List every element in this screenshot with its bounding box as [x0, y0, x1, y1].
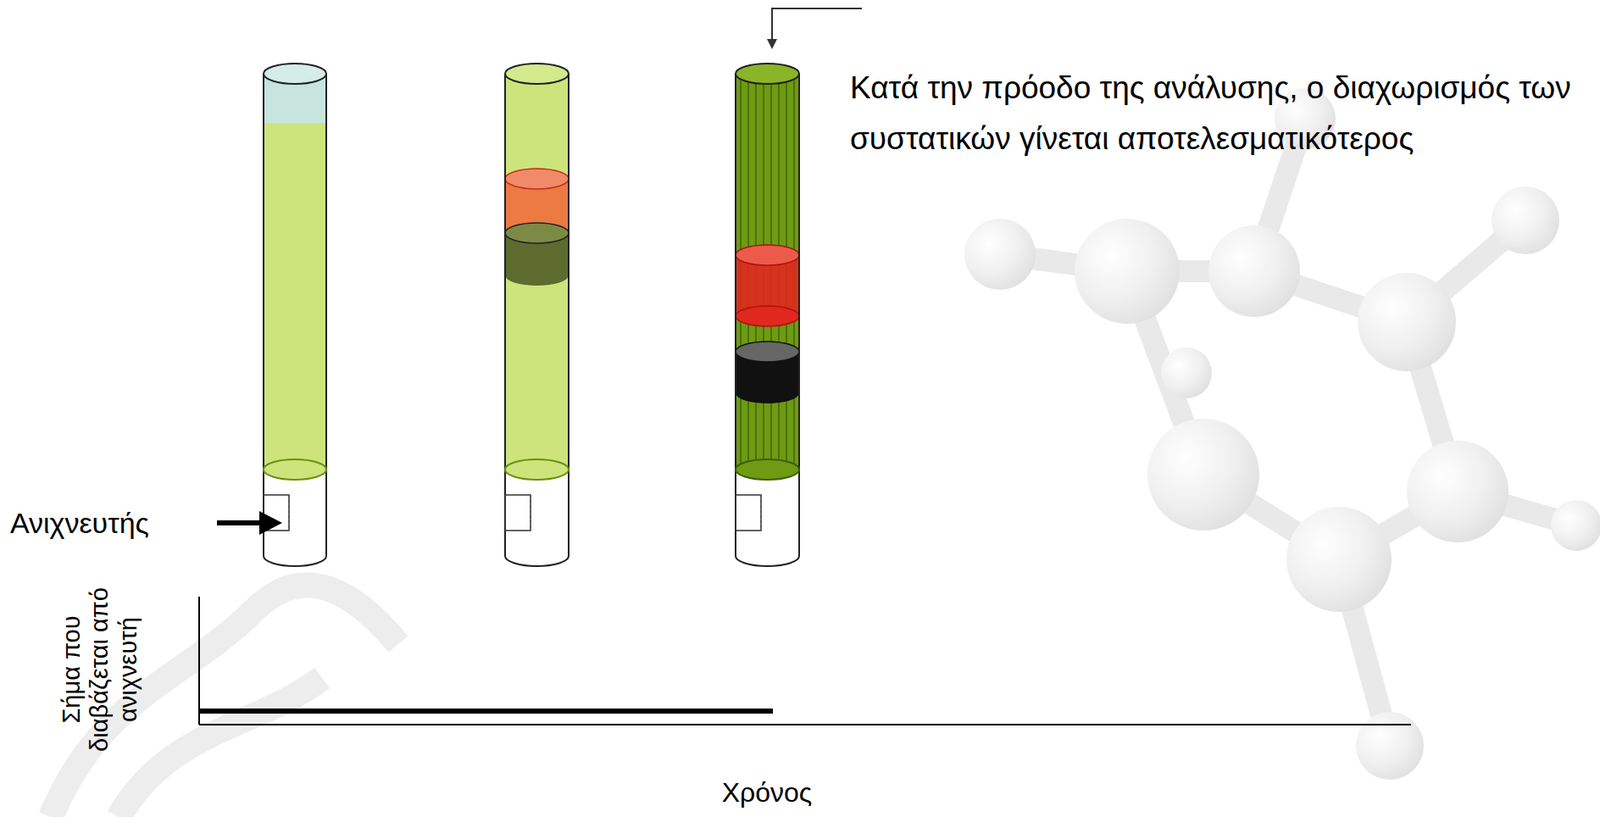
callout-note: Κατά την πρόοδο της ανάλυσης, ο διαχωρισ… — [850, 62, 1596, 165]
column-2 — [505, 63, 569, 567]
y-axis-label: Σήμα που διαβάζεται από ανιχνευτή — [57, 572, 143, 767]
column-3 — [735, 63, 800, 567]
molecule-watermark — [964, 88, 1600, 780]
signal-graph — [199, 596, 1412, 725]
leader-line — [766, 8, 862, 50]
detector-label: Ανιχνευτής — [10, 505, 150, 541]
column-1 — [263, 63, 327, 567]
detector-arrow — [216, 511, 283, 535]
x-axis-label: Χρόνος — [722, 776, 813, 809]
